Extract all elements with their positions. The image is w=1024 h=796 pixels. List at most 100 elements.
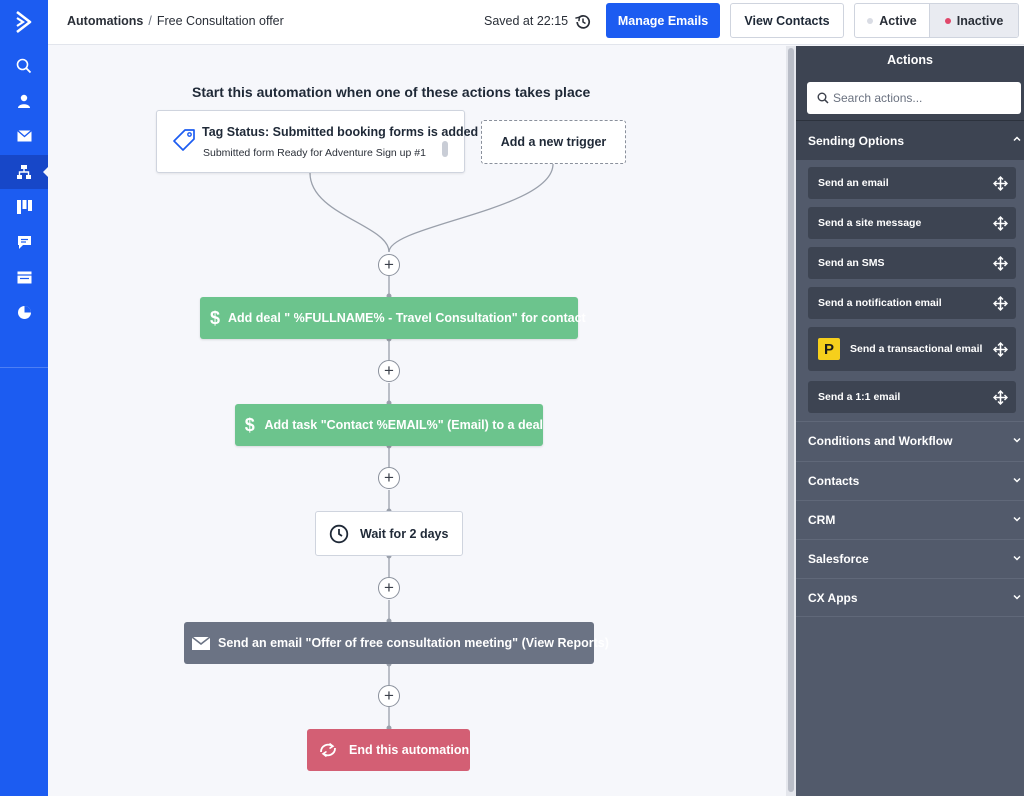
chevron-down-icon <box>1013 437 1021 443</box>
postmark-logo-icon: P <box>818 338 840 360</box>
action-label: Send a transactional email <box>850 343 983 355</box>
status-inactive-option[interactable]: Inactive <box>929 4 1018 37</box>
section-sending-options[interactable]: Sending Options <box>796 120 1024 160</box>
trigger-scrollbar[interactable] <box>442 141 448 157</box>
add-step-plus-icon: + <box>384 361 394 380</box>
clock-icon <box>326 524 352 544</box>
actions-panel-title: Actions <box>796 46 1024 74</box>
step-end-automation[interactable]: End this automation <box>307 729 470 771</box>
action-send-email[interactable]: Send an email <box>808 167 1016 199</box>
move-icon[interactable] <box>993 390 1008 405</box>
action-label: Send a notification email <box>818 297 942 309</box>
section-label: Conditions and Workflow <box>808 434 953 448</box>
section-crm[interactable]: CRM <box>796 500 1024 539</box>
move-icon[interactable] <box>993 342 1008 357</box>
chevron-down-icon <box>1013 594 1021 600</box>
dollar-icon: $ <box>244 414 255 435</box>
actions-search-wrap <box>796 74 1024 120</box>
activecampaign-logo-icon[interactable] <box>0 0 48 44</box>
action-label: Send a site message <box>818 217 922 229</box>
add-step-plus-icon: + <box>384 468 394 487</box>
actions-panel: Actions Sending Options Send an email Se… <box>796 46 1024 796</box>
section-cx-apps[interactable]: CX Apps <box>796 578 1024 617</box>
section-label: CRM <box>808 513 836 527</box>
add-step-plus-icon: + <box>384 255 394 274</box>
breadcrumb-current[interactable]: Free Consultation offer <box>156 14 284 28</box>
breadcrumb-root-link[interactable]: Automations <box>67 14 144 28</box>
action-send-sms[interactable]: Send an SMS <box>808 247 1016 279</box>
action-label: Send an email <box>818 177 889 189</box>
step-add-deal[interactable]: $ Add deal " %FULLNAME% - Travel Consult… <box>200 297 586 339</box>
action-label: Send an SMS <box>818 257 885 269</box>
dollar-icon: $ <box>210 307 221 328</box>
end-icon <box>315 742 341 758</box>
move-icon[interactable] <box>993 296 1008 311</box>
step-label: Add deal " %FULLNAME% - Travel Consultat… <box>228 311 586 325</box>
action-send-1to1-email[interactable]: Send a 1:1 email <box>808 381 1016 413</box>
step-label: Send an email "Offer of free consultatio… <box>218 636 609 650</box>
step-wait[interactable]: Wait for 2 days <box>315 511 463 556</box>
step-label: End this automation <box>349 743 470 757</box>
canvas-scrollbar-thumb[interactable] <box>788 48 794 792</box>
nav-reports-icon[interactable] <box>0 295 48 329</box>
chevron-down-icon <box>1013 555 1021 561</box>
section-conditions-workflow[interactable]: Conditions and Workflow <box>796 421 1024 460</box>
top-header: Automations / Free Consultation offer Save… <box>48 0 1024 45</box>
add-step-button[interactable]: + <box>378 254 400 276</box>
move-icon[interactable] <box>993 216 1008 231</box>
section-salesforce[interactable]: Salesforce <box>796 539 1024 578</box>
move-icon[interactable] <box>993 176 1008 191</box>
history-icon[interactable] <box>574 13 592 31</box>
chevron-up-icon <box>1013 136 1021 142</box>
nav-campaigns-icon[interactable] <box>0 119 48 153</box>
section-label: Contacts <box>808 474 860 488</box>
chevron-down-icon <box>1013 516 1021 522</box>
section-contacts[interactable]: Contacts <box>796 461 1024 500</box>
add-step-button[interactable]: + <box>378 685 400 707</box>
nav-divider <box>0 367 48 368</box>
actions-search-box <box>807 82 1021 114</box>
breadcrumb: Automations / Free Consultation offer <box>67 14 284 28</box>
add-step-plus-icon: + <box>384 578 394 597</box>
trigger-title: Tag Status: Submitted booking forms is a… <box>202 125 479 139</box>
status-active-label: Active <box>879 13 917 28</box>
step-label: Add task "Contact %EMAIL%" (Email) to a … <box>264 418 543 432</box>
section-label: Salesforce <box>808 552 869 566</box>
manage-emails-button[interactable]: Manage Emails <box>606 3 720 38</box>
section-label: CX Apps <box>808 590 858 605</box>
nav-contacts-icon[interactable] <box>0 84 48 118</box>
step-add-task[interactable]: $ Add task "Contact %EMAIL%" (Email) to … <box>235 404 543 446</box>
action-send-notification-email[interactable]: Send a notification email <box>808 287 1016 319</box>
view-contacts-button[interactable]: View Contacts <box>730 3 844 38</box>
search-icon <box>817 92 829 104</box>
active-dot-icon <box>867 17 874 24</box>
add-step-button[interactable]: + <box>378 360 400 382</box>
nav-automations-icon[interactable] <box>0 155 49 189</box>
status-inactive-label: Inactive <box>956 13 1004 28</box>
tag-icon <box>171 127 197 153</box>
add-step-plus-icon: + <box>384 686 394 705</box>
step-label: Wait for 2 days <box>360 526 449 541</box>
move-icon[interactable] <box>993 256 1008 271</box>
add-trigger-button[interactable]: Add a new trigger <box>481 120 626 164</box>
inactive-dot-icon <box>944 17 951 24</box>
add-step-button[interactable]: + <box>378 467 400 489</box>
nav-deals-icon[interactable] <box>0 190 48 224</box>
section-label: Sending Options <box>808 133 904 148</box>
canvas-scrollbar[interactable] <box>786 46 796 796</box>
trigger-card[interactable]: Tag Status: Submitted booking forms is a… <box>156 110 478 173</box>
action-label: Send a 1:1 email <box>818 391 901 403</box>
left-nav <box>0 0 49 796</box>
action-send-site-message[interactable]: Send a site message <box>808 207 1016 239</box>
saved-status: Saved at 22:15 <box>484 14 569 28</box>
step-send-email[interactable]: Send an email "Offer of free consultatio… <box>184 622 609 664</box>
action-send-transactional-email[interactable]: P Send a transactional email <box>808 327 1016 371</box>
breadcrumb-separator: / <box>148 14 152 28</box>
nav-site-icon[interactable] <box>0 260 48 294</box>
nav-conversations-icon[interactable] <box>0 225 48 259</box>
add-step-button[interactable]: + <box>378 577 400 599</box>
status-active-option[interactable]: Active <box>855 4 929 37</box>
nav-search-icon[interactable] <box>0 49 48 83</box>
actions-search-input[interactable] <box>833 82 1017 114</box>
trigger-subtitle: Submitted form Ready for Adventure Sign … <box>203 147 426 159</box>
